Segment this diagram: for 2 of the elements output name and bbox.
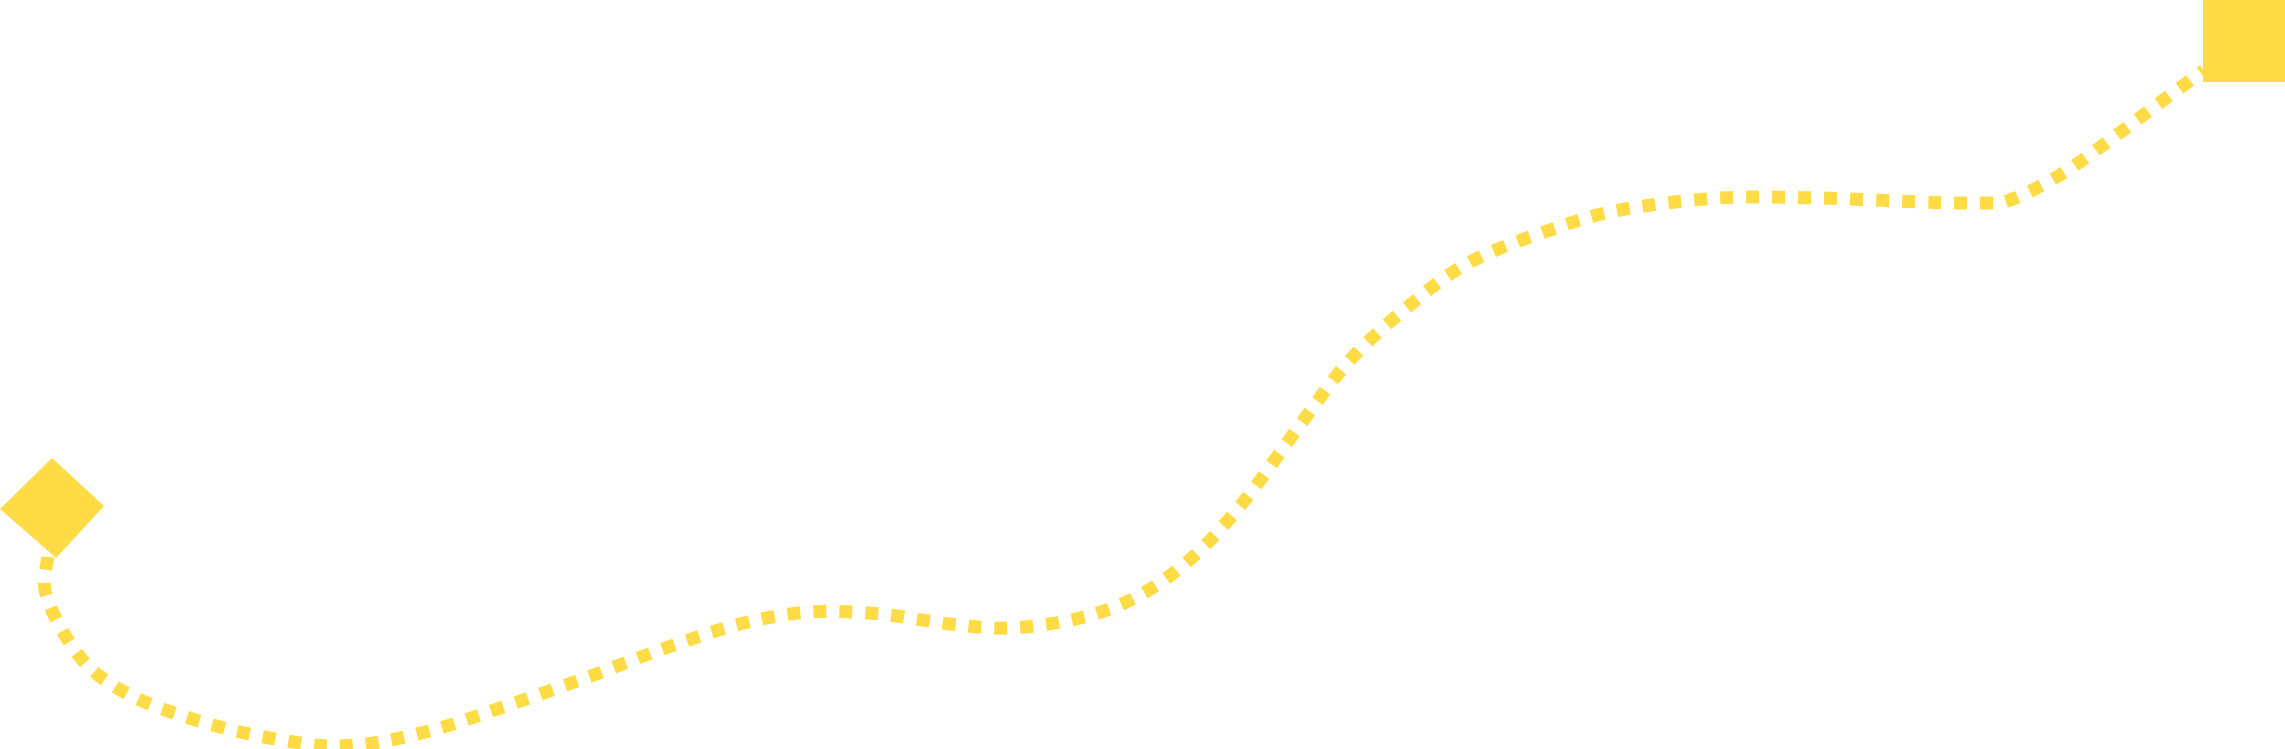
square-marker [2203, 0, 2285, 82]
diamond-marker [0, 458, 104, 558]
